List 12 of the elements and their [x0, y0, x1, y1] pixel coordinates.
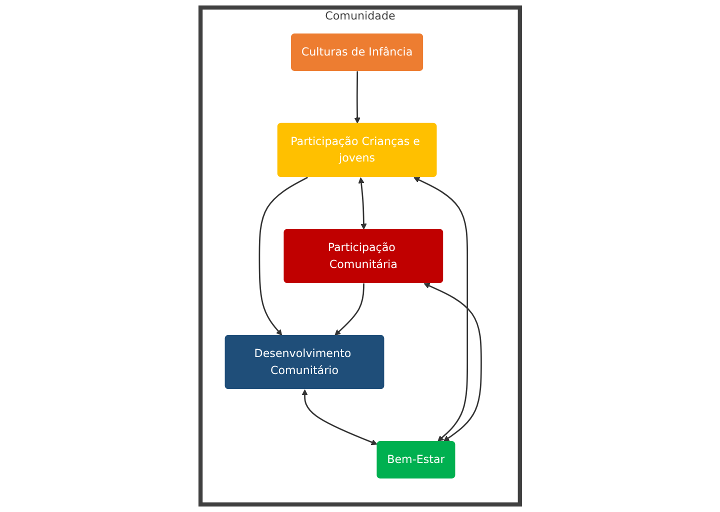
arrow [258, 176, 308, 336]
arrow [354, 71, 360, 124]
arrow [424, 282, 482, 442]
arrow [358, 177, 366, 230]
arrow [334, 283, 364, 336]
node-box: Participação Comunitária [283, 228, 443, 284]
node-box: Participação Crianças e jovens [277, 122, 436, 177]
arrow [301, 389, 378, 446]
node-box: Bem-Estar [376, 441, 455, 478]
node-box: Culturas de Infância [290, 34, 423, 71]
arrow [413, 177, 468, 442]
node-box: Desenvolvimento Comunitário [224, 335, 384, 390]
